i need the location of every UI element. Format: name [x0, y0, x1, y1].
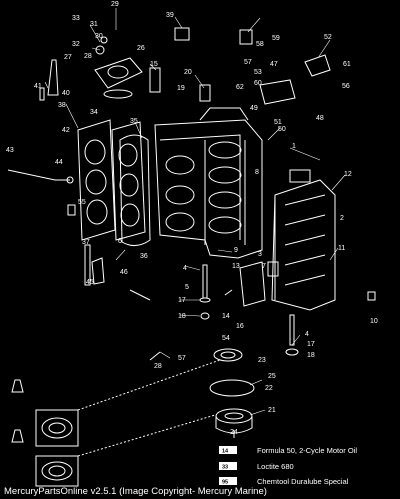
legend-swatch: [219, 462, 237, 470]
callout-label: 31: [90, 21, 98, 28]
callout-label: 58: [256, 41, 264, 48]
callout-label: 6: [118, 238, 122, 245]
crankcase-cover: [271, 169, 336, 311]
lower-seal-stack: [209, 348, 255, 438]
callout-label: 28: [154, 363, 162, 370]
legend-item: 14 Formula 50, 2-Cycle Motor Oil: [219, 446, 357, 455]
legend-item: 95 Chemtool Duralube Special: [219, 477, 349, 486]
callout-label: 61: [343, 61, 351, 68]
callout-label: 24: [230, 429, 238, 436]
callout-label: 26: [137, 45, 145, 52]
callout-label: 57: [178, 355, 186, 362]
callout-label: 16: [236, 323, 244, 330]
callout-label: 2: [340, 215, 344, 222]
callout-label: 23: [258, 357, 266, 364]
callout-label: 28: [84, 53, 92, 60]
callout-label: 37: [82, 239, 90, 246]
legend-number: 95: [222, 480, 228, 486]
callout-label: 35: [130, 118, 138, 125]
callout-label: 5: [185, 284, 189, 291]
callout-label: 47: [270, 61, 278, 68]
callout-label: 34: [90, 109, 98, 116]
leader-lines: [44, 8, 346, 416]
sensors-small-parts: [39, 27, 331, 105]
callout-label: 48: [316, 115, 324, 122]
legend-text: Chemtool Duralube Special: [257, 477, 349, 486]
callout-label: 12: [344, 171, 352, 178]
cylinder-block: [154, 107, 263, 259]
legend-swatch: [219, 446, 237, 454]
callout-label: 11: [338, 245, 345, 252]
callout-label: 60: [254, 80, 262, 87]
callout-label: 59: [272, 35, 280, 42]
callout-label: 55: [78, 199, 86, 206]
callout-label: 13: [232, 263, 240, 270]
callout-label: 53: [254, 69, 262, 76]
callout-label: 17: [178, 297, 186, 304]
callout-label: 50: [278, 126, 286, 133]
callout-label: 14: [222, 313, 230, 320]
legend: 14 Formula 50, 2-Cycle Motor Oil 33 Loct…: [219, 446, 357, 486]
callout-label: 32: [72, 41, 80, 48]
callout-label: 4: [183, 265, 187, 272]
callout-label: 21: [268, 407, 276, 414]
legend-number: 14: [222, 449, 229, 455]
legend-text: Loctite 680: [257, 462, 294, 471]
callout-label: 10: [370, 318, 378, 325]
callout-label: 22: [265, 385, 273, 392]
callout-label: 43: [6, 147, 14, 154]
callout-label: 17: [307, 341, 315, 348]
callout-label: 18: [178, 313, 186, 320]
callout-label: 40: [62, 90, 70, 97]
callout-label: 3: [258, 251, 262, 258]
callout-label: 9: [234, 247, 238, 254]
exhaust-cover: [77, 119, 151, 246]
callout-label: 29: [111, 1, 119, 8]
callout-label: 30: [95, 33, 103, 40]
callout-label: 36: [140, 253, 148, 260]
callout-label: 39: [166, 12, 174, 19]
callout-label: 7: [262, 263, 266, 270]
thermostat-housing: [94, 36, 143, 99]
callout-label: 57: [244, 59, 252, 66]
callout-label: 15: [150, 61, 158, 68]
callout-label: 19: [177, 85, 185, 92]
sensor-wire: [7, 169, 105, 286]
callout-label: 54: [222, 335, 230, 342]
legend-item: 33 Loctite 680: [219, 462, 294, 471]
callout-label: 1: [292, 143, 296, 150]
legend-number: 33: [222, 465, 228, 471]
callout-label: 45: [86, 279, 94, 286]
studs-and-bolts: [129, 261, 376, 361]
callout-label: 56: [342, 83, 350, 90]
callout-label: 46: [120, 269, 128, 276]
callout-label: 8: [255, 169, 259, 176]
callout-label: 38: [58, 102, 66, 109]
callout-label: 52: [324, 34, 332, 41]
callout-label: 4: [305, 331, 309, 338]
callout-label: 42: [62, 127, 70, 134]
callout-label: 41: [34, 83, 42, 90]
callout-label: 27: [64, 54, 72, 61]
copyright-footer: MercuryPartsOnline v2.5.1 (Image Copyrig…: [4, 486, 267, 497]
callout-label: 62: [236, 84, 244, 91]
callout-label: 44: [55, 159, 63, 166]
callout-label: 51: [274, 119, 282, 126]
callout-label: 49: [250, 105, 258, 112]
callout-label: 33: [72, 15, 80, 22]
seal-detail-insets: [11, 359, 221, 487]
callout-label: 20: [184, 69, 192, 76]
legend-swatch: [219, 477, 237, 485]
callout-labels: 29 33 31 32 30 26 27 28 39 58 59 52 61 5…: [6, 1, 378, 436]
callout-label: 18: [307, 352, 315, 359]
callout-label: 25: [268, 373, 276, 380]
legend-text: Formula 50, 2-Cycle Motor Oil: [257, 446, 357, 455]
